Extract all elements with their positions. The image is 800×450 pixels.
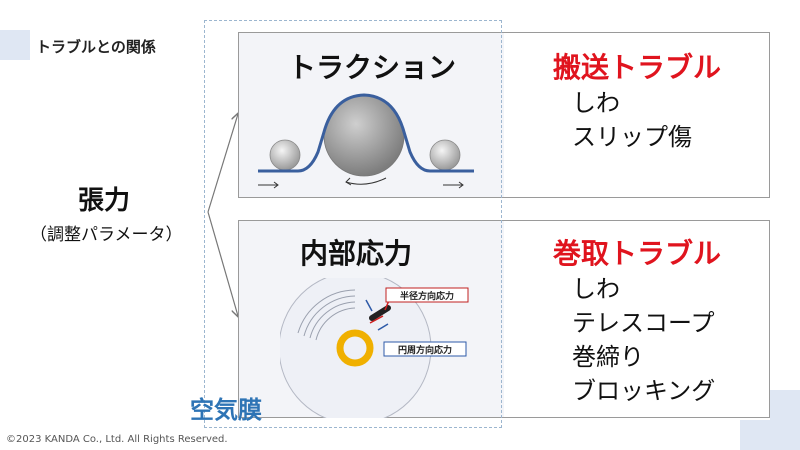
corner-block-top-left [0, 30, 30, 60]
winding-trouble-title: 巻取トラブル [553, 237, 722, 270]
tension-label: 張力 [78, 186, 131, 216]
list-item: 巻締り [572, 343, 644, 371]
corner-block-bottom-right-small [770, 390, 800, 420]
list-item: テレスコープ [572, 309, 715, 337]
traction-title: トラクション [288, 51, 457, 84]
list-item: しわ [572, 89, 620, 117]
transport-trouble-title: 搬送トラブル [553, 51, 722, 84]
tension-sub-label: （調整パラメータ） [30, 225, 183, 245]
air-film-label: 空気膜 [190, 396, 262, 424]
list-item: スリップ傷 [572, 123, 692, 151]
roll-stress-illustration: 半径方向応力 円周方向応力 [280, 278, 469, 418]
circumferential-stress-label: 円周方向応力 [398, 344, 452, 356]
transport-trouble-list: しわ スリップ傷 [572, 86, 692, 154]
winding-trouble-list: しわ テレスコープ 巻締り ブロッキング [572, 272, 715, 408]
slide-title: トラブルとの関係 [36, 38, 156, 56]
traction-roller-illustration [258, 93, 474, 189]
copyright-text: ©2023 KANDA Co., Ltd. All Rights Reserve… [6, 434, 228, 445]
corner-block-bottom-right [740, 420, 800, 450]
list-item: ブロッキング [572, 377, 716, 405]
traction-panel [238, 32, 770, 198]
list-item: しわ [572, 275, 620, 303]
air-film-frame [204, 20, 502, 428]
branch-arrows [207, 100, 250, 330]
internal-stress-title: 内部応力 [300, 237, 413, 270]
radial-stress-label: 半径方向応力 [400, 290, 454, 302]
